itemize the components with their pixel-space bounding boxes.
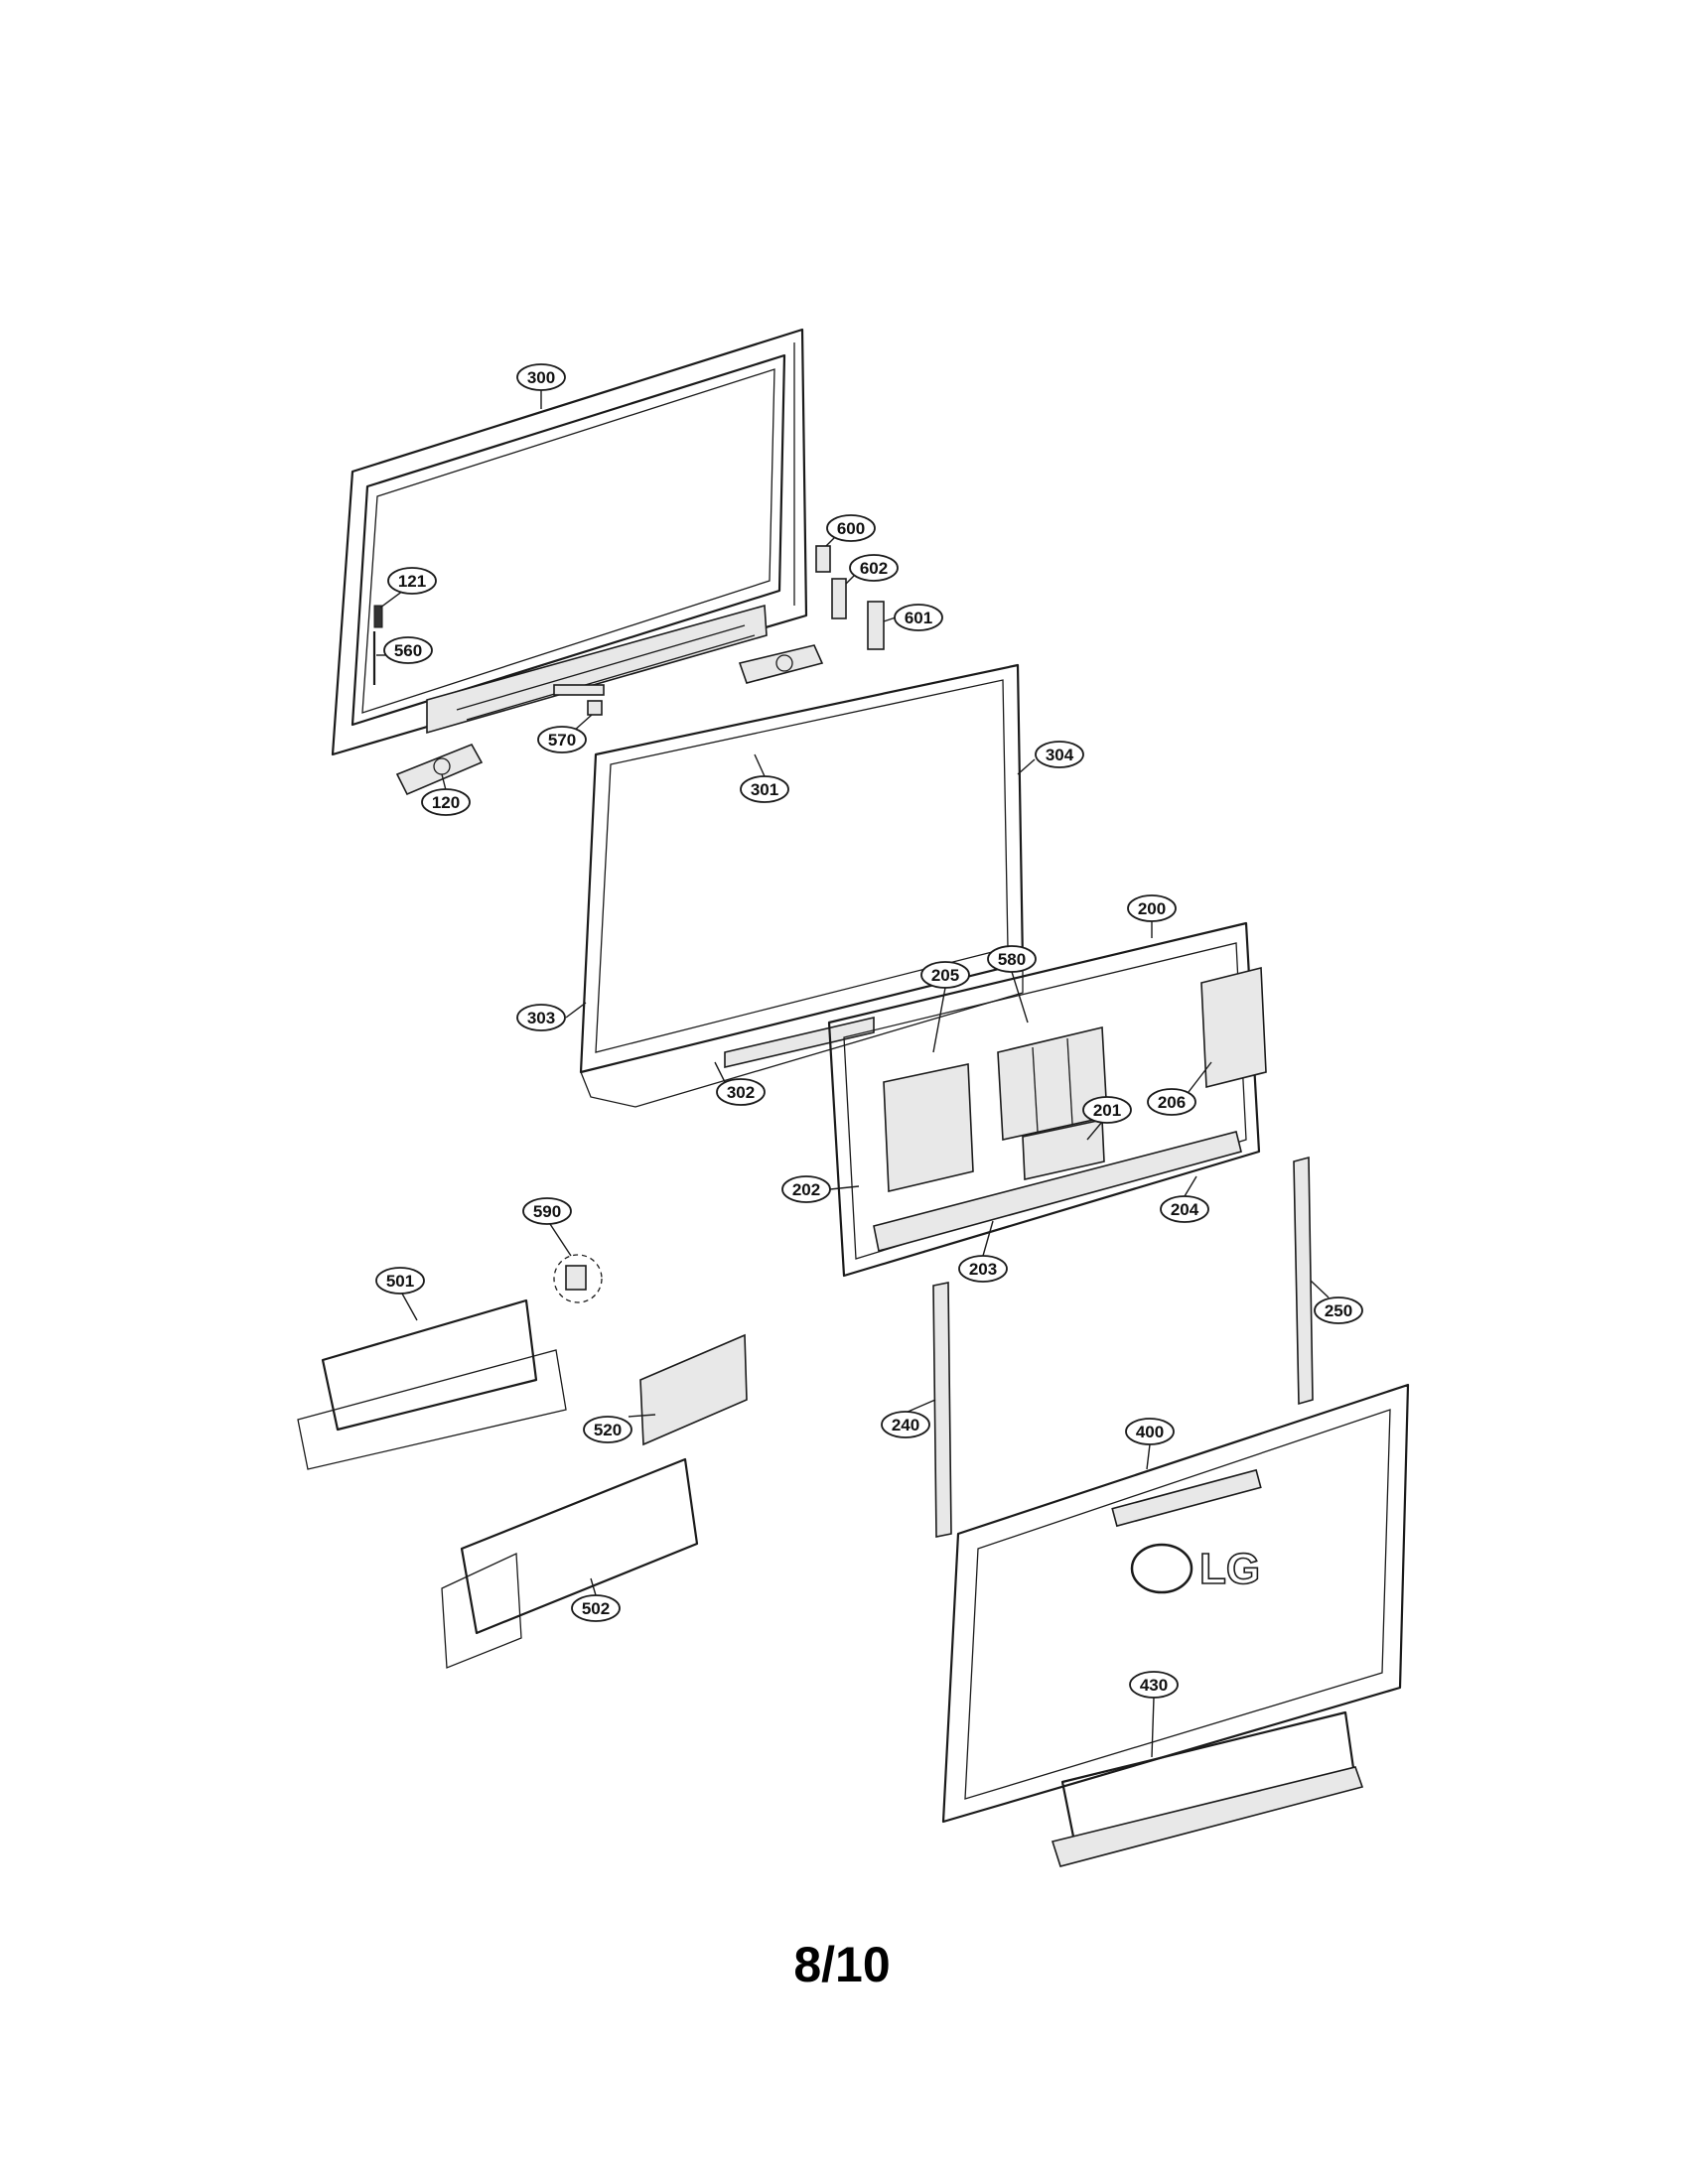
svg-text:201: 201 xyxy=(1093,1101,1121,1120)
part-601-bracket xyxy=(867,601,885,650)
svg-text:501: 501 xyxy=(386,1272,414,1291)
svg-text:300: 300 xyxy=(527,368,555,387)
lg-logo: LG xyxy=(1130,1543,1261,1594)
svg-text:580: 580 xyxy=(998,950,1026,969)
callout-206: 206 xyxy=(1147,1088,1196,1116)
part-240-bracket xyxy=(932,1282,952,1538)
callout-430: 430 xyxy=(1129,1671,1179,1699)
page-number: 8/10 xyxy=(793,1937,891,1992)
part-201-board xyxy=(1022,1119,1105,1180)
callout-400: 400 xyxy=(1125,1418,1175,1445)
leader-lines xyxy=(376,390,1330,1758)
callout-590: 590 xyxy=(522,1197,572,1225)
svg-text:400: 400 xyxy=(1136,1423,1164,1441)
part-590-sensor xyxy=(553,1254,603,1303)
svg-text:303: 303 xyxy=(527,1009,555,1027)
part-600-bracket xyxy=(815,545,831,573)
svg-text:121: 121 xyxy=(398,572,426,591)
callout-560: 560 xyxy=(383,636,433,664)
part-200-chassis xyxy=(827,921,1267,1278)
svg-text:304: 304 xyxy=(1046,746,1074,764)
part-120-speaker-left xyxy=(395,743,484,796)
callout-121: 121 xyxy=(387,567,437,595)
svg-text:560: 560 xyxy=(394,641,422,660)
svg-text:203: 203 xyxy=(969,1260,997,1279)
svg-text:240: 240 xyxy=(892,1416,919,1434)
lg-logo-text: LG xyxy=(1199,1545,1260,1593)
part-501-board xyxy=(297,1298,567,1470)
svg-text:601: 601 xyxy=(905,609,932,627)
part-300-front-bezel xyxy=(331,328,808,756)
callout-304: 304 xyxy=(1035,741,1084,768)
svg-text:204: 204 xyxy=(1171,1200,1199,1219)
svg-text:430: 430 xyxy=(1140,1676,1168,1695)
part-520-board xyxy=(639,1333,748,1446)
callout-203: 203 xyxy=(958,1255,1008,1283)
svg-text:590: 590 xyxy=(533,1202,561,1221)
callout-303: 303 xyxy=(516,1004,566,1031)
svg-text:206: 206 xyxy=(1158,1093,1186,1112)
part-502-board xyxy=(441,1457,699,1669)
callout-602: 602 xyxy=(849,554,899,582)
svg-text:120: 120 xyxy=(432,793,460,812)
part-570-sensor xyxy=(553,684,605,716)
callout-302: 302 xyxy=(716,1078,766,1106)
svg-text:301: 301 xyxy=(751,780,778,799)
callout-501: 501 xyxy=(375,1267,425,1295)
callout-120: 120 xyxy=(421,788,471,816)
part-120-speaker-right xyxy=(738,644,824,684)
callout-600: 600 xyxy=(826,514,876,542)
part-206-board xyxy=(1200,966,1267,1089)
callout-301: 301 xyxy=(740,775,789,803)
part-205-board xyxy=(883,1063,974,1192)
callout-250: 250 xyxy=(1314,1297,1363,1324)
part-121-clip xyxy=(373,605,383,628)
svg-text:502: 502 xyxy=(582,1599,610,1618)
callout-240: 240 xyxy=(881,1411,930,1438)
part-602-bracket xyxy=(831,578,847,619)
part-430-stand xyxy=(1051,1710,1364,1867)
callout-580: 580 xyxy=(987,945,1037,973)
part-301-glass-filter xyxy=(579,663,1025,1108)
callout-201: 201 xyxy=(1082,1096,1132,1124)
svg-text:202: 202 xyxy=(792,1180,820,1199)
svg-text:200: 200 xyxy=(1138,899,1166,918)
callout-300: 300 xyxy=(516,363,566,391)
callout-204: 204 xyxy=(1160,1195,1209,1223)
callout-202: 202 xyxy=(781,1175,831,1203)
svg-text:600: 600 xyxy=(837,519,865,538)
callout-205: 205 xyxy=(920,961,970,989)
svg-text:570: 570 xyxy=(548,731,576,750)
svg-text:250: 250 xyxy=(1325,1301,1352,1320)
callout-200: 200 xyxy=(1127,894,1177,922)
svg-text:205: 205 xyxy=(931,966,959,985)
part-250-bracket xyxy=(1293,1156,1314,1406)
svg-text:602: 602 xyxy=(860,559,888,578)
svg-text:520: 520 xyxy=(594,1421,622,1439)
callout-601: 601 xyxy=(894,604,943,631)
part-400-back-cover: LG xyxy=(941,1383,1410,1824)
callout-520: 520 xyxy=(583,1416,632,1443)
svg-text:302: 302 xyxy=(727,1083,755,1102)
callout-570: 570 xyxy=(537,726,587,753)
callout-502: 502 xyxy=(571,1594,621,1622)
part-203-vent xyxy=(873,1131,1242,1252)
